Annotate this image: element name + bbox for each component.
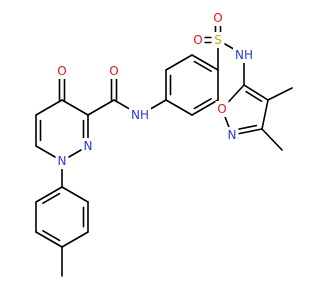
bond-t4-t5 bbox=[61, 231, 89, 248]
atom-n1-label: N bbox=[58, 154, 67, 168]
atom-n3-label: N bbox=[228, 128, 237, 142]
bond-c3-c4 bbox=[61, 99, 89, 116]
bond-i4-i3 bbox=[261, 99, 269, 130]
atom-o5-background bbox=[215, 101, 229, 117]
bond-t1-t2-double bbox=[42, 192, 61, 204]
atom-n3-background bbox=[225, 127, 239, 143]
atom-o3-label: O bbox=[193, 33, 202, 47]
bond-i3-methyl bbox=[261, 128, 283, 151]
bond-b6-b1 bbox=[165, 99, 193, 116]
bond-t3-t4-double bbox=[42, 230, 61, 242]
bond-c4-c5 bbox=[35, 99, 63, 116]
bond-i5-i4 bbox=[243, 84, 269, 101]
bond-b2-b3 bbox=[165, 54, 193, 71]
atom-n1-background bbox=[55, 153, 69, 169]
atom-o1-background bbox=[55, 63, 69, 79]
atom-o5-label: O bbox=[217, 102, 226, 116]
atom-s1-label: S bbox=[214, 33, 222, 47]
bond-i3-n3-double bbox=[236, 124, 258, 131]
atom-o1-label: O bbox=[57, 64, 66, 78]
bond-b5-b6 bbox=[191, 99, 219, 116]
bond-b5-b6-double bbox=[193, 98, 212, 110]
atom-o4-background bbox=[211, 10, 225, 26]
atom-o3-background bbox=[191, 32, 205, 48]
atom-nh1-label: NH bbox=[131, 108, 149, 122]
atom-nh1-background bbox=[129, 107, 151, 123]
bond-b3-b4-double bbox=[193, 60, 212, 72]
bond-c3-amide bbox=[87, 99, 115, 116]
atom-s1-background bbox=[211, 32, 225, 48]
atom-nh2-background bbox=[233, 47, 255, 63]
bond-t3-t4 bbox=[35, 231, 63, 248]
bond-b3-b4 bbox=[191, 54, 219, 71]
bond-t6-t1 bbox=[61, 186, 89, 203]
bond-t1-t2 bbox=[35, 186, 63, 203]
bond-i4-methyl bbox=[267, 87, 293, 101]
atom-n2-background bbox=[81, 138, 95, 154]
atom-o2-background bbox=[107, 63, 121, 79]
atom-nh2-label: NH bbox=[235, 48, 253, 62]
atom-o2-label: O bbox=[109, 64, 118, 78]
atom-o4-label: O bbox=[213, 11, 222, 25]
atom-n2-label: N bbox=[84, 139, 93, 153]
bond-i5-i4-double bbox=[245, 90, 263, 103]
